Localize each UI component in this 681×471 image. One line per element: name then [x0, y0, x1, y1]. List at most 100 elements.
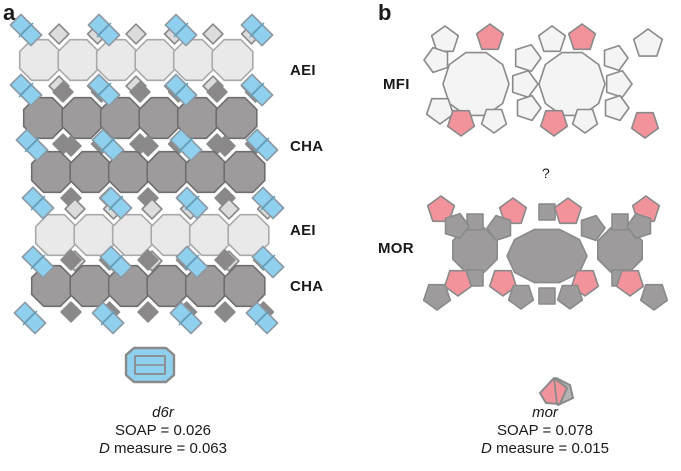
- mor-pentagon: [556, 284, 584, 310]
- aei-layer-1-octagon-cage: [211, 38, 254, 82]
- aei-layer-2-octagon-cage: [34, 213, 78, 257]
- mfi-pentagon: [516, 94, 542, 122]
- framework-label-mfi: MFI: [383, 76, 410, 93]
- mfi-ten-ring: [538, 51, 606, 117]
- cha-layer-2-back-square: [214, 249, 236, 271]
- mor-structure: [422, 195, 669, 311]
- d6r-divider: [184, 254, 200, 270]
- d6r-divider: [108, 195, 124, 211]
- question-mark: ?: [542, 165, 550, 181]
- mor-soap: SOAP = 0.078: [496, 422, 594, 439]
- aei-layer-1-octagon-cage: [95, 38, 139, 82]
- d6r-name: d6r: [152, 404, 174, 421]
- mor-d-symbol: D: [480, 440, 492, 457]
- mfi-pentagon: [605, 69, 633, 99]
- mor-unit-front: [539, 377, 568, 405]
- d6r-d-symbol: D: [98, 440, 110, 457]
- aei-layer-2-back-square: [218, 198, 240, 220]
- cha-layer-1b-octagon-cage: [69, 150, 112, 194]
- cha-layer-1a-octagon-cage: [176, 96, 220, 140]
- cha-layer-1b-octagon-cage: [30, 150, 74, 194]
- d6r-divider: [30, 254, 46, 270]
- mor-pentagon: [422, 283, 452, 311]
- mfi-ten-ring: [442, 51, 510, 117]
- layer-label-aei-2: AEI: [290, 222, 316, 239]
- cha-layer-1b-octagon-cage: [146, 150, 189, 194]
- mfi-pink-pentagon: [567, 23, 597, 51]
- d6r-divider: [108, 254, 124, 270]
- panel-a-structure: [9, 13, 285, 335]
- panel-a-label: a: [3, 0, 16, 25]
- aei-layer-2-octagon-cage: [227, 213, 270, 257]
- mor-four-ring: [538, 287, 556, 305]
- mfi-pentagon: [511, 69, 539, 99]
- d6r-divider: [18, 22, 34, 38]
- cha-layer-2-back-square: [137, 301, 159, 323]
- mor-pink-pentagon: [498, 197, 528, 225]
- panel-b-label: b: [378, 0, 392, 25]
- cha-layer-1a-back-square: [129, 81, 151, 103]
- cha-layer-1a-octagon-cage: [215, 96, 258, 140]
- aei-layer-1-back-square: [202, 23, 224, 45]
- mor-pentagon: [444, 212, 470, 240]
- aei-layer-1-back-square: [48, 23, 70, 45]
- mor-pink-pentagon: [426, 195, 456, 223]
- mfi-pink-pentagon: [446, 109, 476, 137]
- mor-pink-pentagon: [553, 197, 583, 225]
- cha-layer-2-octagon-cage: [146, 264, 189, 308]
- d6r-divider: [173, 22, 189, 38]
- mor-unit-edge: [553, 377, 558, 405]
- cha-layer-1b-octagon-cage: [223, 150, 266, 194]
- mfi-pentagon: [632, 28, 664, 57]
- mor-four-ring: [466, 213, 484, 231]
- mfi-structure: [423, 23, 664, 139]
- framework-label-mor: MOR: [378, 240, 414, 257]
- aei-layer-2-octagon-cage: [150, 213, 193, 257]
- mor-pentagon: [639, 283, 669, 311]
- d6r-divider: [260, 195, 276, 211]
- mor-pink-pentagon: [443, 269, 473, 297]
- mfi-pentagon: [430, 25, 460, 53]
- mor-pentagon: [626, 212, 652, 240]
- cha-layer-1a-octagon-cage: [22, 96, 66, 140]
- mfi-pentagon: [604, 94, 630, 122]
- cha-layer-2-octagon-cage: [223, 264, 266, 308]
- mor-pink-pentagon: [615, 269, 645, 297]
- d6r-divider: [96, 82, 112, 98]
- d6r-unit-icon: [124, 346, 176, 384]
- cha-layer-1b-octagon-cage: [107, 150, 151, 194]
- aei-layer-1-octagon-cage: [134, 38, 177, 82]
- aei-layer-2-octagon-cage: [111, 213, 155, 257]
- mfi-pentagon: [514, 43, 542, 73]
- d6r-divider: [184, 195, 200, 211]
- cha-layer-2-back-square: [214, 301, 236, 323]
- d6r-divider: [18, 82, 34, 98]
- cha-layer-1b-back-square: [214, 135, 236, 157]
- mfi-pentagon: [571, 108, 599, 134]
- aei-layer-2-back-square: [141, 198, 163, 220]
- d6r-soap: SOAP = 0.026: [114, 422, 212, 439]
- layer-label-aei-1: AEI: [290, 62, 316, 79]
- cha-layer-1b-back-square: [137, 135, 159, 157]
- cha-layer-2-back-square: [137, 249, 159, 271]
- mor-d-measure: D measure = 0.015: [445, 440, 645, 458]
- d6r-divider: [30, 195, 46, 211]
- aei-layer-1-octagon-cage: [57, 38, 100, 82]
- cha-layer-1b-octagon-cage: [184, 150, 228, 194]
- aei-layer-2-octagon-cage: [73, 213, 116, 257]
- d6r-divider: [254, 137, 270, 153]
- mfi-pink-pentagon: [630, 111, 660, 139]
- d6r-divider: [249, 22, 265, 38]
- aei-layer-1-back-square: [125, 23, 147, 45]
- aei-layer-1-octagon-cage: [172, 38, 216, 82]
- layer-label-cha-1: CHA: [290, 138, 324, 155]
- mor-pentagon: [486, 214, 512, 242]
- d6r-divider: [249, 82, 265, 98]
- d6r-d-measure: D measure = 0.063: [63, 440, 263, 458]
- d6r-caption: d6r SOAP = 0.026 D measure = 0.063: [63, 404, 263, 458]
- d6r-divider: [100, 137, 116, 153]
- d6r-divider: [96, 22, 112, 38]
- d6r-divider: [22, 310, 38, 326]
- mfi-pink-pentagon: [475, 23, 505, 51]
